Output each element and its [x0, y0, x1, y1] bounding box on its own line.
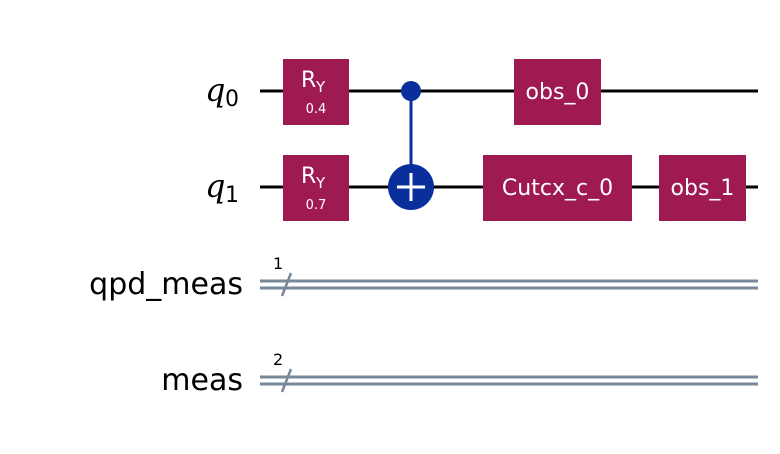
qpd-meas-size: 1: [273, 254, 283, 273]
obs-0-gate[interactable]: obs_0: [514, 59, 601, 125]
svg-text:1: 1: [225, 183, 239, 208]
ry-gate-q1[interactable]: R Y 0.7: [283, 155, 349, 221]
svg-text:0.4: 0.4: [306, 102, 327, 117]
svg-text:obs_1: obs_1: [671, 176, 735, 201]
svg-text:R: R: [301, 68, 316, 93]
svg-text:obs_0: obs_0: [526, 80, 590, 105]
svg-text:q: q: [205, 71, 225, 109]
q1-label: q 1: [205, 167, 239, 208]
cnot-control-dot: [401, 81, 421, 101]
meas-label: meas: [161, 363, 243, 398]
svg-text:R: R: [301, 164, 316, 189]
meas-size: 2: [273, 350, 283, 369]
svg-text:Y: Y: [315, 78, 326, 96]
qpd-meas-label: qpd_meas: [89, 267, 243, 302]
meas-wire: [260, 368, 758, 393]
svg-text:0: 0: [225, 87, 239, 112]
ry-gate-q0[interactable]: R Y 0.4: [283, 59, 349, 125]
cutcx-gate[interactable]: Cutcx_c_0: [483, 155, 632, 221]
svg-text:Cutcx_c_0: Cutcx_c_0: [502, 176, 613, 201]
q0-label: q 0: [205, 71, 239, 112]
qpd-meas-wire: [260, 272, 758, 297]
cnot-gate[interactable]: [388, 81, 434, 210]
svg-text:q: q: [205, 167, 225, 205]
svg-text:0.7: 0.7: [306, 198, 327, 213]
obs-1-gate[interactable]: obs_1: [659, 155, 746, 221]
svg-text:Y: Y: [315, 174, 326, 192]
